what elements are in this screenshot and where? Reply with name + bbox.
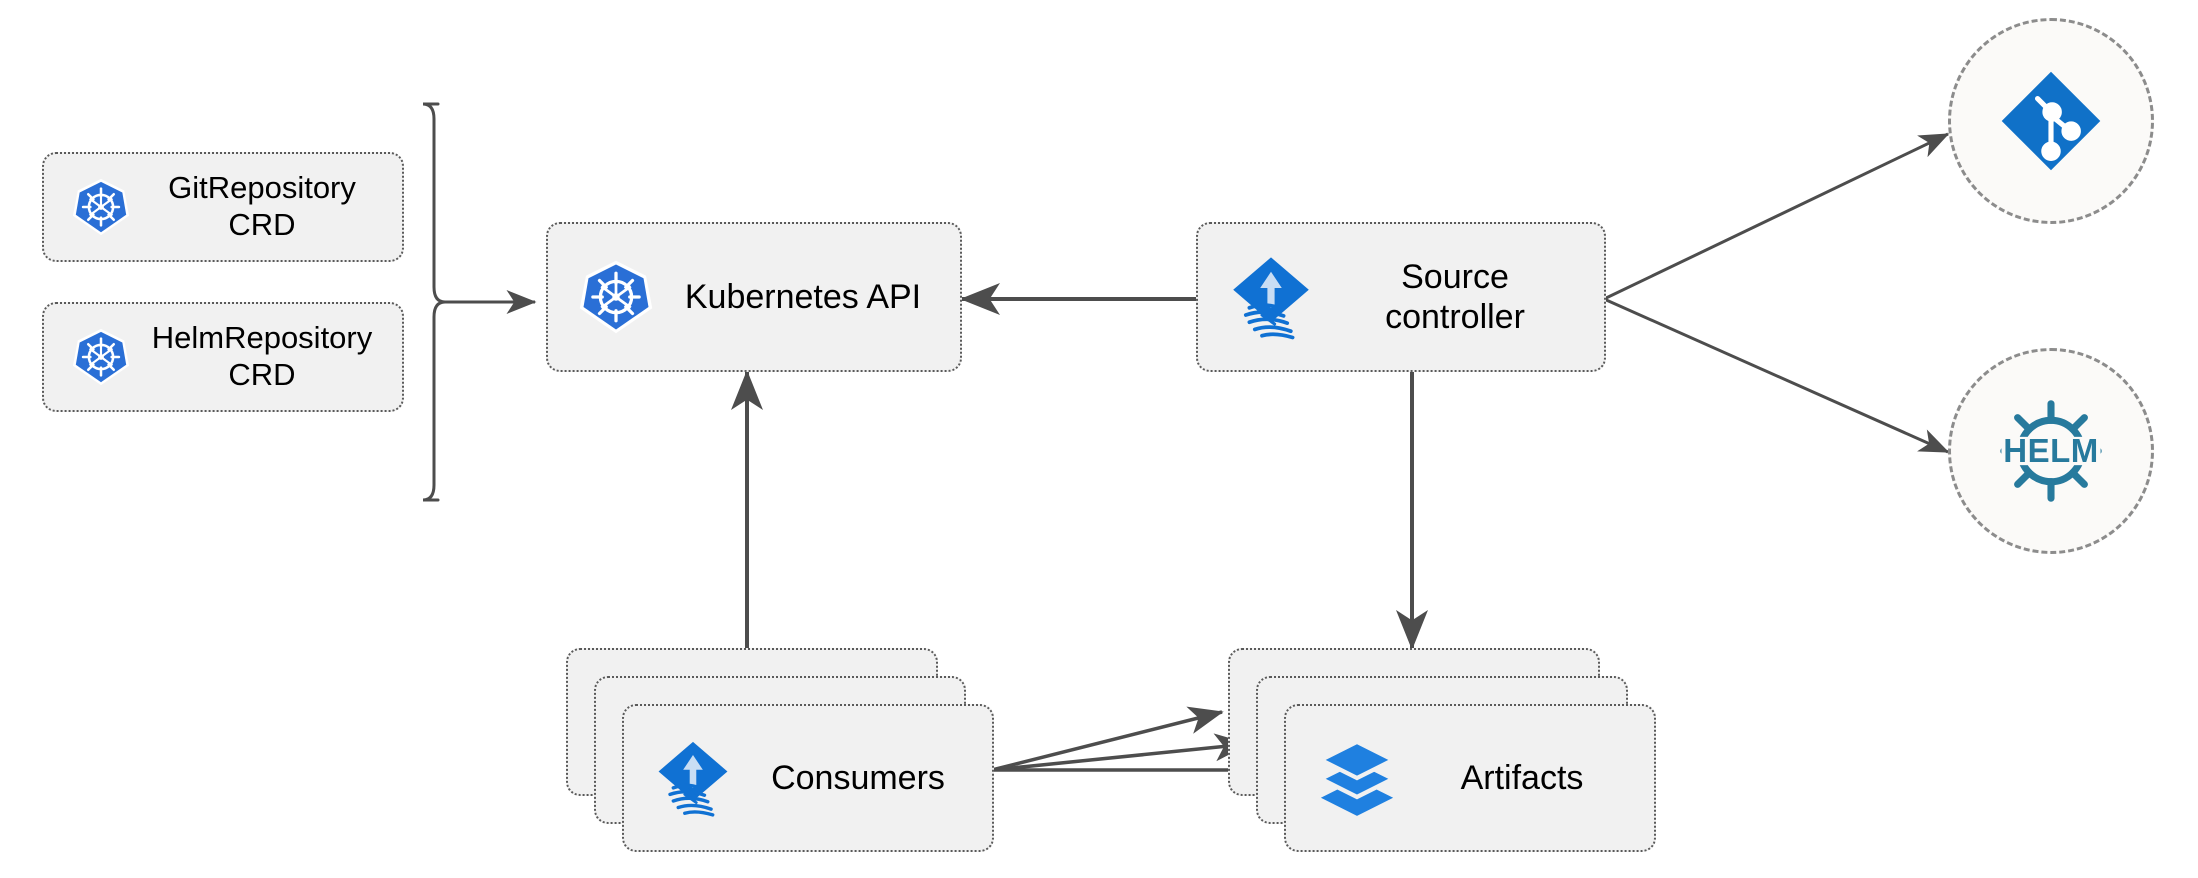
node-label-source-controller: Source controller <box>1385 257 1525 336</box>
edge-source-to-git <box>1603 132 1950 301</box>
node-helm-repository-crd[interactable]: HelmRepository CRD <box>42 302 404 412</box>
node-label-helm-source: HELM <box>2003 432 2099 469</box>
node-git-repository-crd[interactable]: GitRepository CRD <box>42 152 404 262</box>
git-icon <box>1995 65 2107 177</box>
node-source-controller[interactable]: Source controller <box>1196 222 1606 372</box>
node-kubernetes-api[interactable]: Kubernetes API <box>546 222 962 372</box>
node-git-source[interactable] <box>1948 18 2154 224</box>
flux-icon <box>1226 252 1316 342</box>
edge-consumers-to-artifacts-top <box>991 706 1224 772</box>
node-artifacts-stack[interactable]: Artifacts <box>1228 648 1658 852</box>
node-artifacts[interactable]: Artifacts <box>1284 704 1656 852</box>
edge-consumers-to-artifacts-mid <box>991 733 1250 772</box>
node-label-consumers: Consumers <box>771 758 945 797</box>
node-label-kubernetes-api: Kubernetes API <box>684 277 922 316</box>
node-consumers-stack[interactable]: Consumers <box>566 648 996 852</box>
kubernetes-icon <box>576 257 656 337</box>
node-label-git-repository-crd: GitRepository CRD <box>168 170 356 242</box>
node-label-artifacts: Artifacts <box>1460 758 1584 797</box>
kubernetes-icon <box>70 176 132 238</box>
flux-icon <box>652 737 734 819</box>
kubernetes-icon <box>70 326 132 388</box>
node-consumers[interactable]: Consumers <box>622 704 994 852</box>
node-label-helm-repository-crd: HelmRepository CRD <box>151 320 373 392</box>
edge-source-to-helm <box>1603 297 1950 454</box>
helm-icon: HELM <box>1992 392 2110 510</box>
crd-bracket <box>422 102 537 502</box>
layers-icon <box>1314 735 1400 821</box>
node-helm-source[interactable]: HELM <box>1948 348 2154 554</box>
